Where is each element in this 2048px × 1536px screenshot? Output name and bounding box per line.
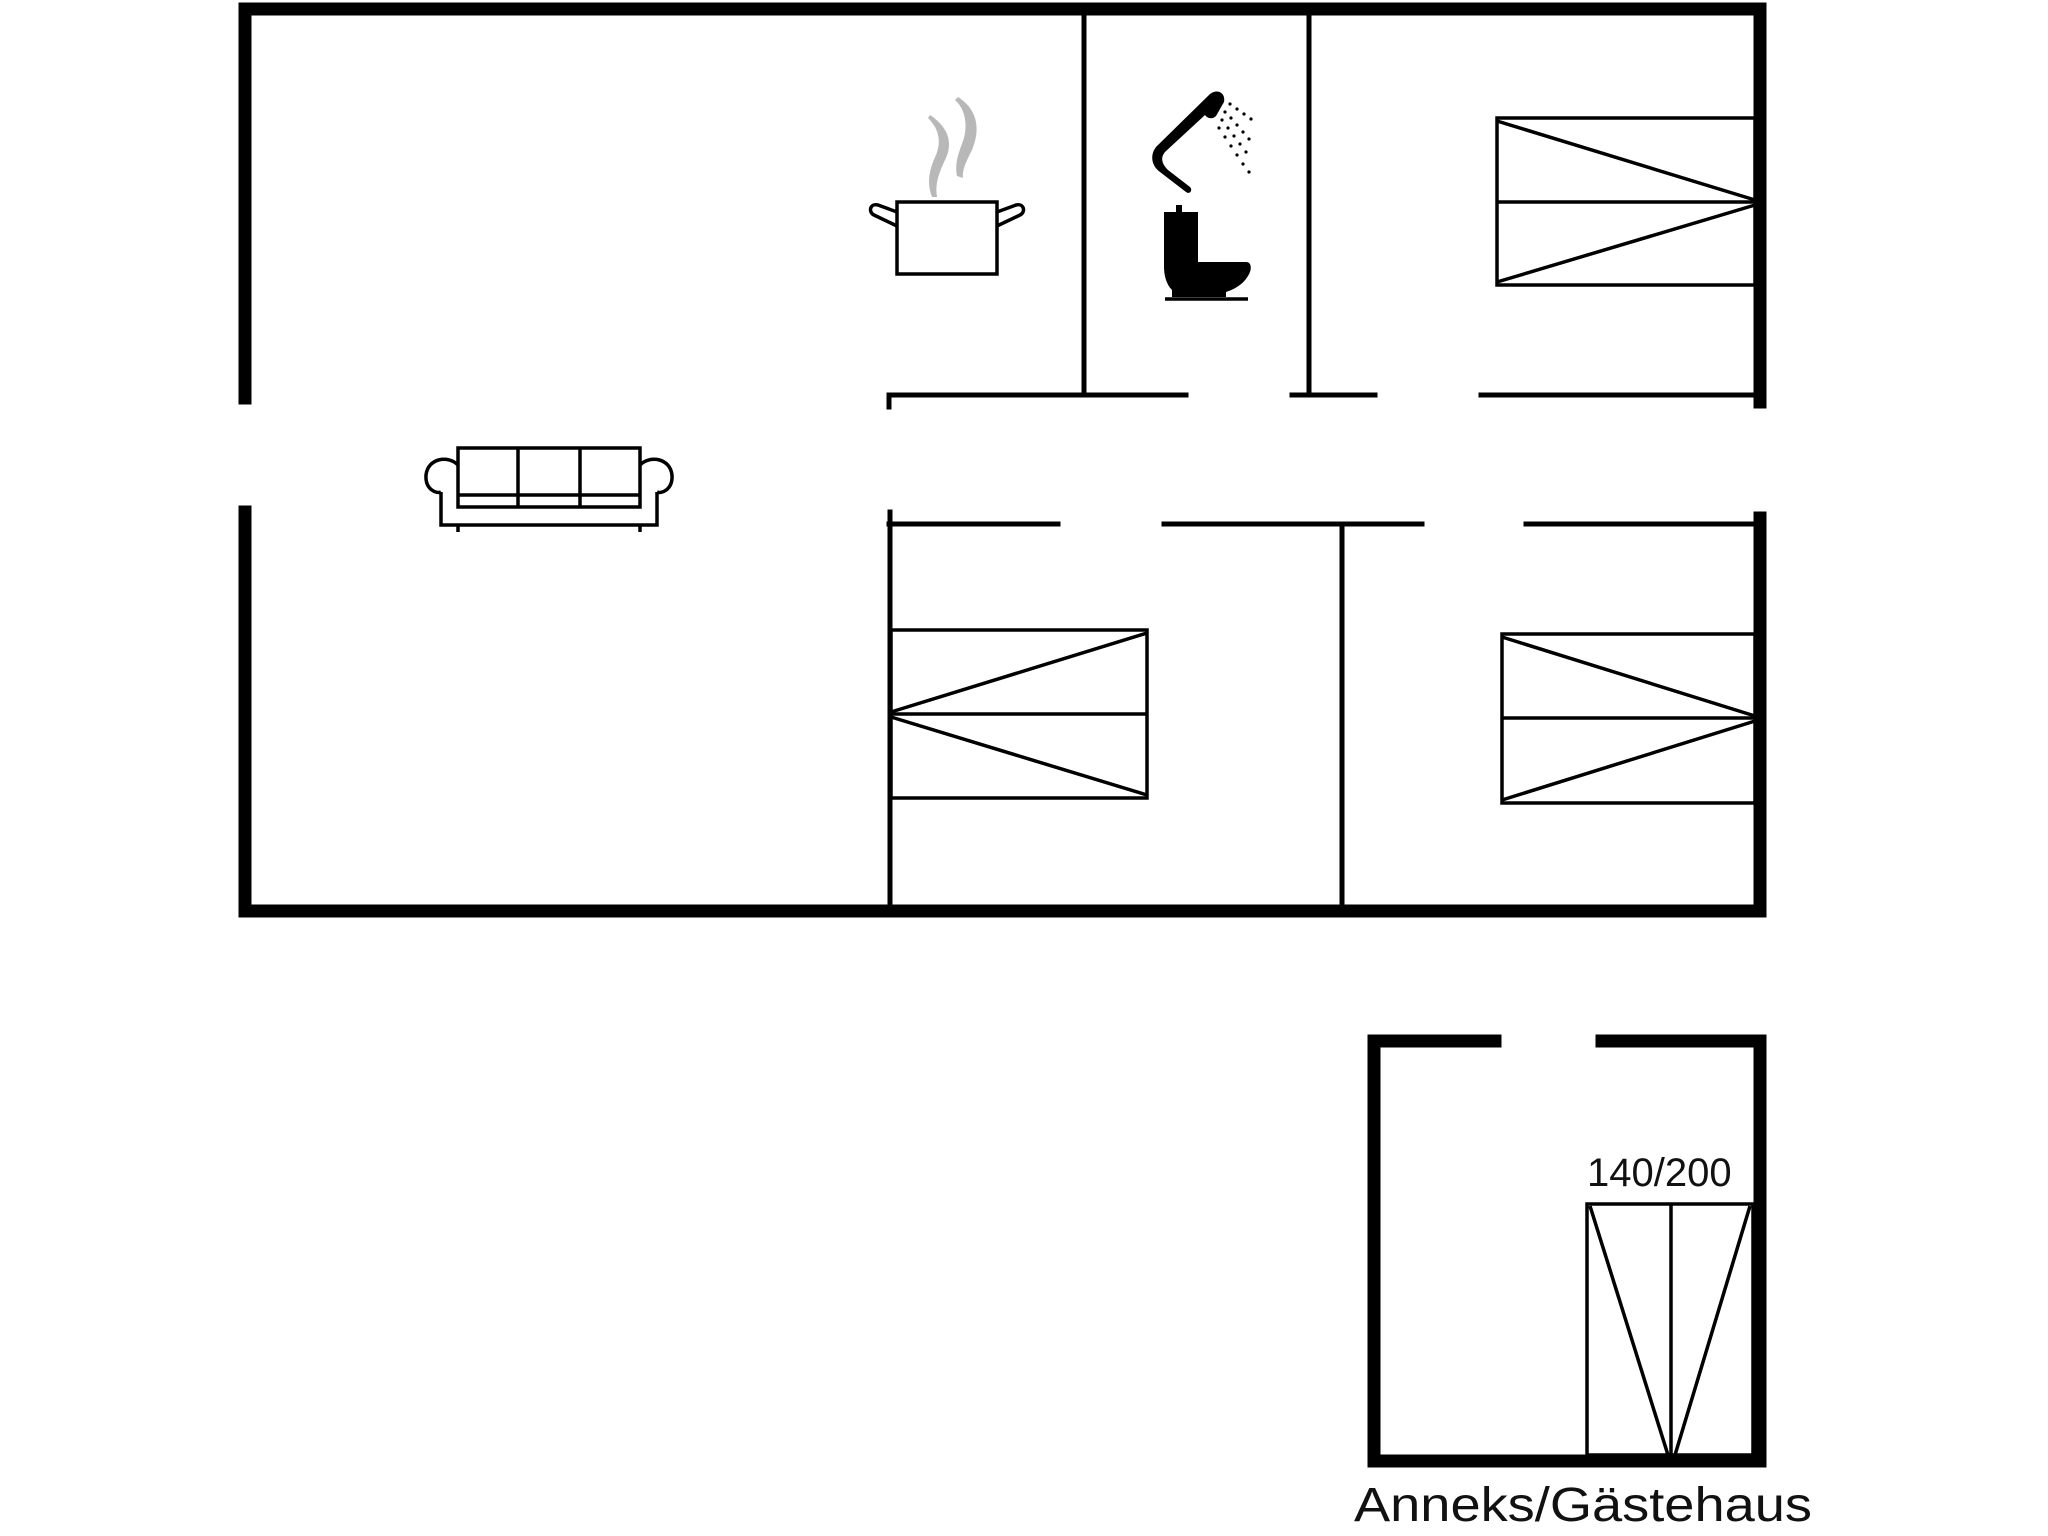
annex-title: Anneks/Gästehaus <box>1354 1479 1812 1532</box>
double-bed-icon <box>1585 1202 1755 1457</box>
main-house-outer-walls <box>238 2 1767 918</box>
bed-icon <box>1500 632 1757 805</box>
bed-icon <box>1495 116 1757 287</box>
bed-icon <box>889 628 1149 800</box>
interior-walls <box>886 9 1761 909</box>
steam-icon <box>928 97 977 197</box>
toilet-icon <box>1164 205 1251 301</box>
cooking-pot-icon <box>868 97 1026 276</box>
sofa-icon <box>424 446 674 532</box>
shower-icon <box>1152 91 1253 193</box>
annex-walls <box>1367 1034 1767 1468</box>
shower-spray <box>1217 102 1253 174</box>
bed-size-label: 140/200 <box>1587 1151 1732 1195</box>
